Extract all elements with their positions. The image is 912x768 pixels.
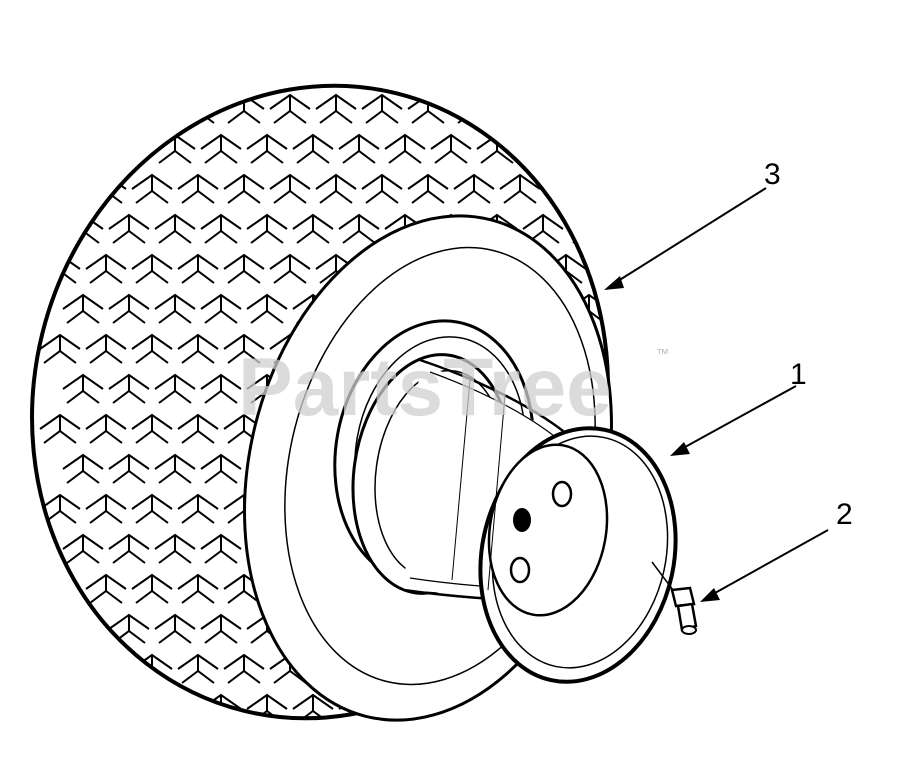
tread-lug xyxy=(522,133,564,164)
tread-lug xyxy=(177,253,219,284)
tread-lug xyxy=(39,413,81,444)
tread-lug xyxy=(430,133,472,164)
tread-lug xyxy=(131,173,173,204)
watermark-trademark: ™ xyxy=(656,346,669,361)
tread-lug xyxy=(200,213,242,244)
tread-lug xyxy=(200,453,242,484)
tread-lug xyxy=(269,253,311,284)
tread-lug xyxy=(315,93,357,124)
tread-lug xyxy=(223,253,265,284)
tread-lug xyxy=(177,333,219,364)
tread-lug xyxy=(85,253,127,284)
tread-lug xyxy=(568,693,610,724)
tread-lug xyxy=(568,133,610,164)
tread-lug xyxy=(85,653,127,684)
tread-lug xyxy=(131,93,173,124)
tread-lug xyxy=(269,93,311,124)
tread-lug xyxy=(177,173,219,204)
wheel-rim xyxy=(351,353,678,684)
tread-lug xyxy=(269,173,311,204)
tread-lug xyxy=(85,413,127,444)
tread-lug xyxy=(154,373,196,404)
tread-lug xyxy=(39,653,81,684)
watermark-text: PartsTree xyxy=(238,342,612,433)
tread-lug xyxy=(131,493,173,524)
tread-lug xyxy=(292,213,334,244)
tread-lug xyxy=(200,133,242,164)
tread-lug xyxy=(223,653,265,684)
tread-lug xyxy=(177,653,219,684)
tread-lug xyxy=(62,533,104,564)
tread-lug xyxy=(338,213,380,244)
valve-stem xyxy=(651,561,698,635)
tread-lug xyxy=(85,493,127,524)
tread-lug xyxy=(62,293,104,324)
tread-lug xyxy=(131,573,173,604)
tread-lug xyxy=(223,173,265,204)
tread-lug xyxy=(85,333,127,364)
tread-lug xyxy=(85,93,127,124)
tread-lug xyxy=(131,333,173,364)
tread-lug xyxy=(499,93,541,124)
tread-lug xyxy=(39,493,81,524)
tread-lug xyxy=(154,613,196,644)
tread-lug xyxy=(62,133,104,164)
tread-lug xyxy=(453,173,495,204)
tread-lug xyxy=(154,693,196,724)
tread-lug xyxy=(545,93,587,124)
tread-lug xyxy=(108,373,150,404)
watermark: PartsTree ™ xyxy=(238,342,669,433)
tread-lug xyxy=(108,533,150,564)
tread-lug xyxy=(476,693,518,724)
tread-lug xyxy=(246,293,288,324)
tread-lug xyxy=(223,333,265,364)
tread-lug xyxy=(39,173,81,204)
tread-lug xyxy=(131,413,173,444)
tread-lug xyxy=(108,293,150,324)
tread-lug xyxy=(154,213,196,244)
tread-lug xyxy=(361,93,403,124)
tread-lug xyxy=(522,693,564,724)
callout-valve-label: 2 xyxy=(836,498,853,531)
tread-lug xyxy=(177,413,219,444)
tread-lug xyxy=(108,453,150,484)
tread-lug xyxy=(131,253,173,284)
tread-lug xyxy=(39,333,81,364)
tread-lug xyxy=(499,173,541,204)
tread-lug xyxy=(108,133,150,164)
tread-lug xyxy=(384,133,426,164)
tread-lug xyxy=(85,573,127,604)
tread-lug xyxy=(154,453,196,484)
tread-lug xyxy=(361,173,403,204)
tread-lug xyxy=(177,493,219,524)
tread-lug xyxy=(154,533,196,564)
tread-lug xyxy=(200,533,242,564)
tread-lug xyxy=(62,373,104,404)
tread-lug xyxy=(338,133,380,164)
tread-lug xyxy=(200,293,242,324)
tread-lug xyxy=(108,213,150,244)
tread-lug xyxy=(62,453,104,484)
callouts: 3 1 2 xyxy=(604,158,853,602)
tread-lug xyxy=(177,573,219,604)
tread-lug xyxy=(407,173,449,204)
tread-lug xyxy=(108,693,150,724)
tread-lug xyxy=(200,613,242,644)
callout-tire-label: 3 xyxy=(764,158,781,191)
tread-lug xyxy=(62,613,104,644)
tread-lug xyxy=(246,213,288,244)
tread-lug xyxy=(200,373,242,404)
tread-lug xyxy=(315,173,357,204)
tread-lug xyxy=(154,293,196,324)
tread-lug xyxy=(292,133,334,164)
tread-lug xyxy=(39,93,81,124)
tread-lug xyxy=(246,133,288,164)
tread-lug xyxy=(62,693,104,724)
callout-rim-label: 1 xyxy=(790,358,807,391)
